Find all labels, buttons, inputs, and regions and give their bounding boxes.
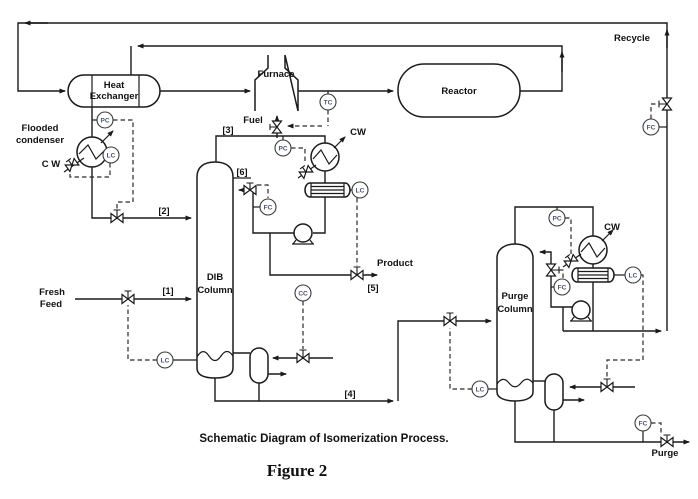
fresh-feed-label-line2: Feed (40, 299, 62, 310)
instrument-dib-drum-lc[interactable]: LC (351, 181, 369, 199)
valve-stream4[interactable] (443, 312, 457, 327)
purge-liquid-level (496, 378, 534, 388)
dib-column (196, 161, 234, 379)
valve-cw-flooded[interactable] (64, 157, 80, 173)
instrument-label: PC (100, 117, 109, 124)
valve-recycle[interactable] (658, 97, 673, 111)
instrument-dib-base-lc[interactable]: LC (156, 351, 174, 369)
cw-flooded-label: C W (42, 159, 61, 170)
heat-exchanger-label-line1: Heat (104, 80, 125, 91)
product-label: Product (377, 258, 414, 269)
instrument-hx-pc[interactable]: PC (96, 111, 114, 129)
instrument-label: FC (647, 124, 656, 131)
dib-liquid-level (196, 350, 234, 362)
stream-tag-5: [5] (368, 283, 379, 293)
valve-cw-purge[interactable] (563, 253, 579, 269)
valve-dib-reboiler[interactable] (296, 349, 310, 364)
furnace-label: Furnace (258, 69, 295, 80)
heat-exchanger (67, 74, 161, 108)
instrument-label: LC (356, 187, 365, 194)
piping (17, 20, 690, 445)
purge-reflux-drum (571, 267, 615, 283)
instrument-taps (92, 91, 667, 442)
stream-tag-3: [3] (223, 125, 234, 135)
instrument-purge-drum-lc[interactable]: LC (624, 266, 642, 284)
stream-tag-6: [6] (237, 167, 248, 177)
instrument-label: TC (324, 99, 333, 106)
fuel-label: Fuel (243, 115, 263, 126)
stream-tag-2: [2] (159, 206, 170, 216)
instrument-flooded-lc[interactable]: LC (102, 146, 120, 164)
cw-purge-label: CW (604, 222, 620, 233)
fresh-feed-label-line1: Fresh (39, 287, 65, 298)
instrument-label: PC (278, 145, 287, 152)
stream-tag-4: [4] (345, 389, 356, 399)
stream-tag-1: [1] (163, 286, 174, 296)
instrument-recycle-fc[interactable]: FC (642, 118, 660, 136)
valve-purge-reflux[interactable] (545, 263, 560, 277)
purge-column (496, 243, 534, 402)
reactor (397, 63, 521, 118)
instrument-purge-reflux-fc[interactable]: FC (553, 278, 571, 296)
dib-column-label-line1: DIB (207, 272, 224, 283)
purge-reboiler (544, 373, 564, 411)
heat-exchanger-label-line2: Exchanger (90, 91, 139, 102)
instrument-dib-cc[interactable]: CC (294, 284, 312, 302)
valve-fresh-feed[interactable] (121, 290, 135, 305)
purge-column-label-line1: Purge (502, 291, 529, 302)
instrument-label: LC (161, 357, 170, 364)
dib-condenser (297, 136, 346, 179)
recycle-label: Recycle (614, 33, 650, 44)
purge-reflux-pump (570, 300, 592, 322)
dib-reflux-pump (292, 223, 314, 245)
instrument-label: PC (552, 215, 561, 222)
diagram-caption: Schematic Diagram of Isomerization Proce… (199, 433, 448, 445)
instrument-label: CC (298, 290, 308, 297)
reactor-label: Reactor (441, 86, 477, 97)
flooded-condenser-label-line2: condenser (16, 135, 64, 146)
flooded-condenser-label-line1: Flooded (22, 123, 59, 134)
valve-product[interactable] (350, 266, 364, 281)
instrument-label: LC (476, 386, 485, 393)
figure-label: Figure 2 (267, 461, 328, 480)
instrument-label: FC (639, 420, 648, 427)
cw-dib-label: CW (350, 127, 366, 138)
dib-reflux-drum (304, 182, 351, 198)
valve-dib-reflux[interactable] (243, 182, 257, 196)
purge-label: Purge (652, 448, 679, 459)
instrument-furnace-tc[interactable]: TC (319, 93, 337, 111)
dib-reboiler (249, 347, 269, 384)
instrument-purge-pc[interactable]: PC (548, 209, 566, 227)
instrument-signal-lines (69, 103, 662, 434)
instrument-label: FC (558, 284, 567, 291)
valve-stream2[interactable] (110, 209, 124, 224)
valve-cw-dib[interactable] (298, 164, 314, 180)
valve-fuel[interactable] (269, 120, 283, 134)
valve-purge-reboiler[interactable] (600, 378, 614, 393)
instrument-label: LC (629, 272, 638, 279)
instrument-label: LC (107, 152, 116, 159)
instrument-purge-fc[interactable]: FC (634, 414, 652, 432)
instrument-label: FC (264, 204, 273, 211)
instrument-purge-base-lc[interactable]: LC (471, 380, 489, 398)
furnace (254, 54, 299, 112)
valve-purge-outlet[interactable] (660, 434, 674, 448)
purge-column-label-line2: Column (497, 304, 533, 315)
dib-column-label-line2: Column (197, 285, 233, 296)
instrument-dib-reflux-fc[interactable]: FC (259, 198, 277, 216)
instrument-dib-pc[interactable]: PC (274, 139, 292, 157)
